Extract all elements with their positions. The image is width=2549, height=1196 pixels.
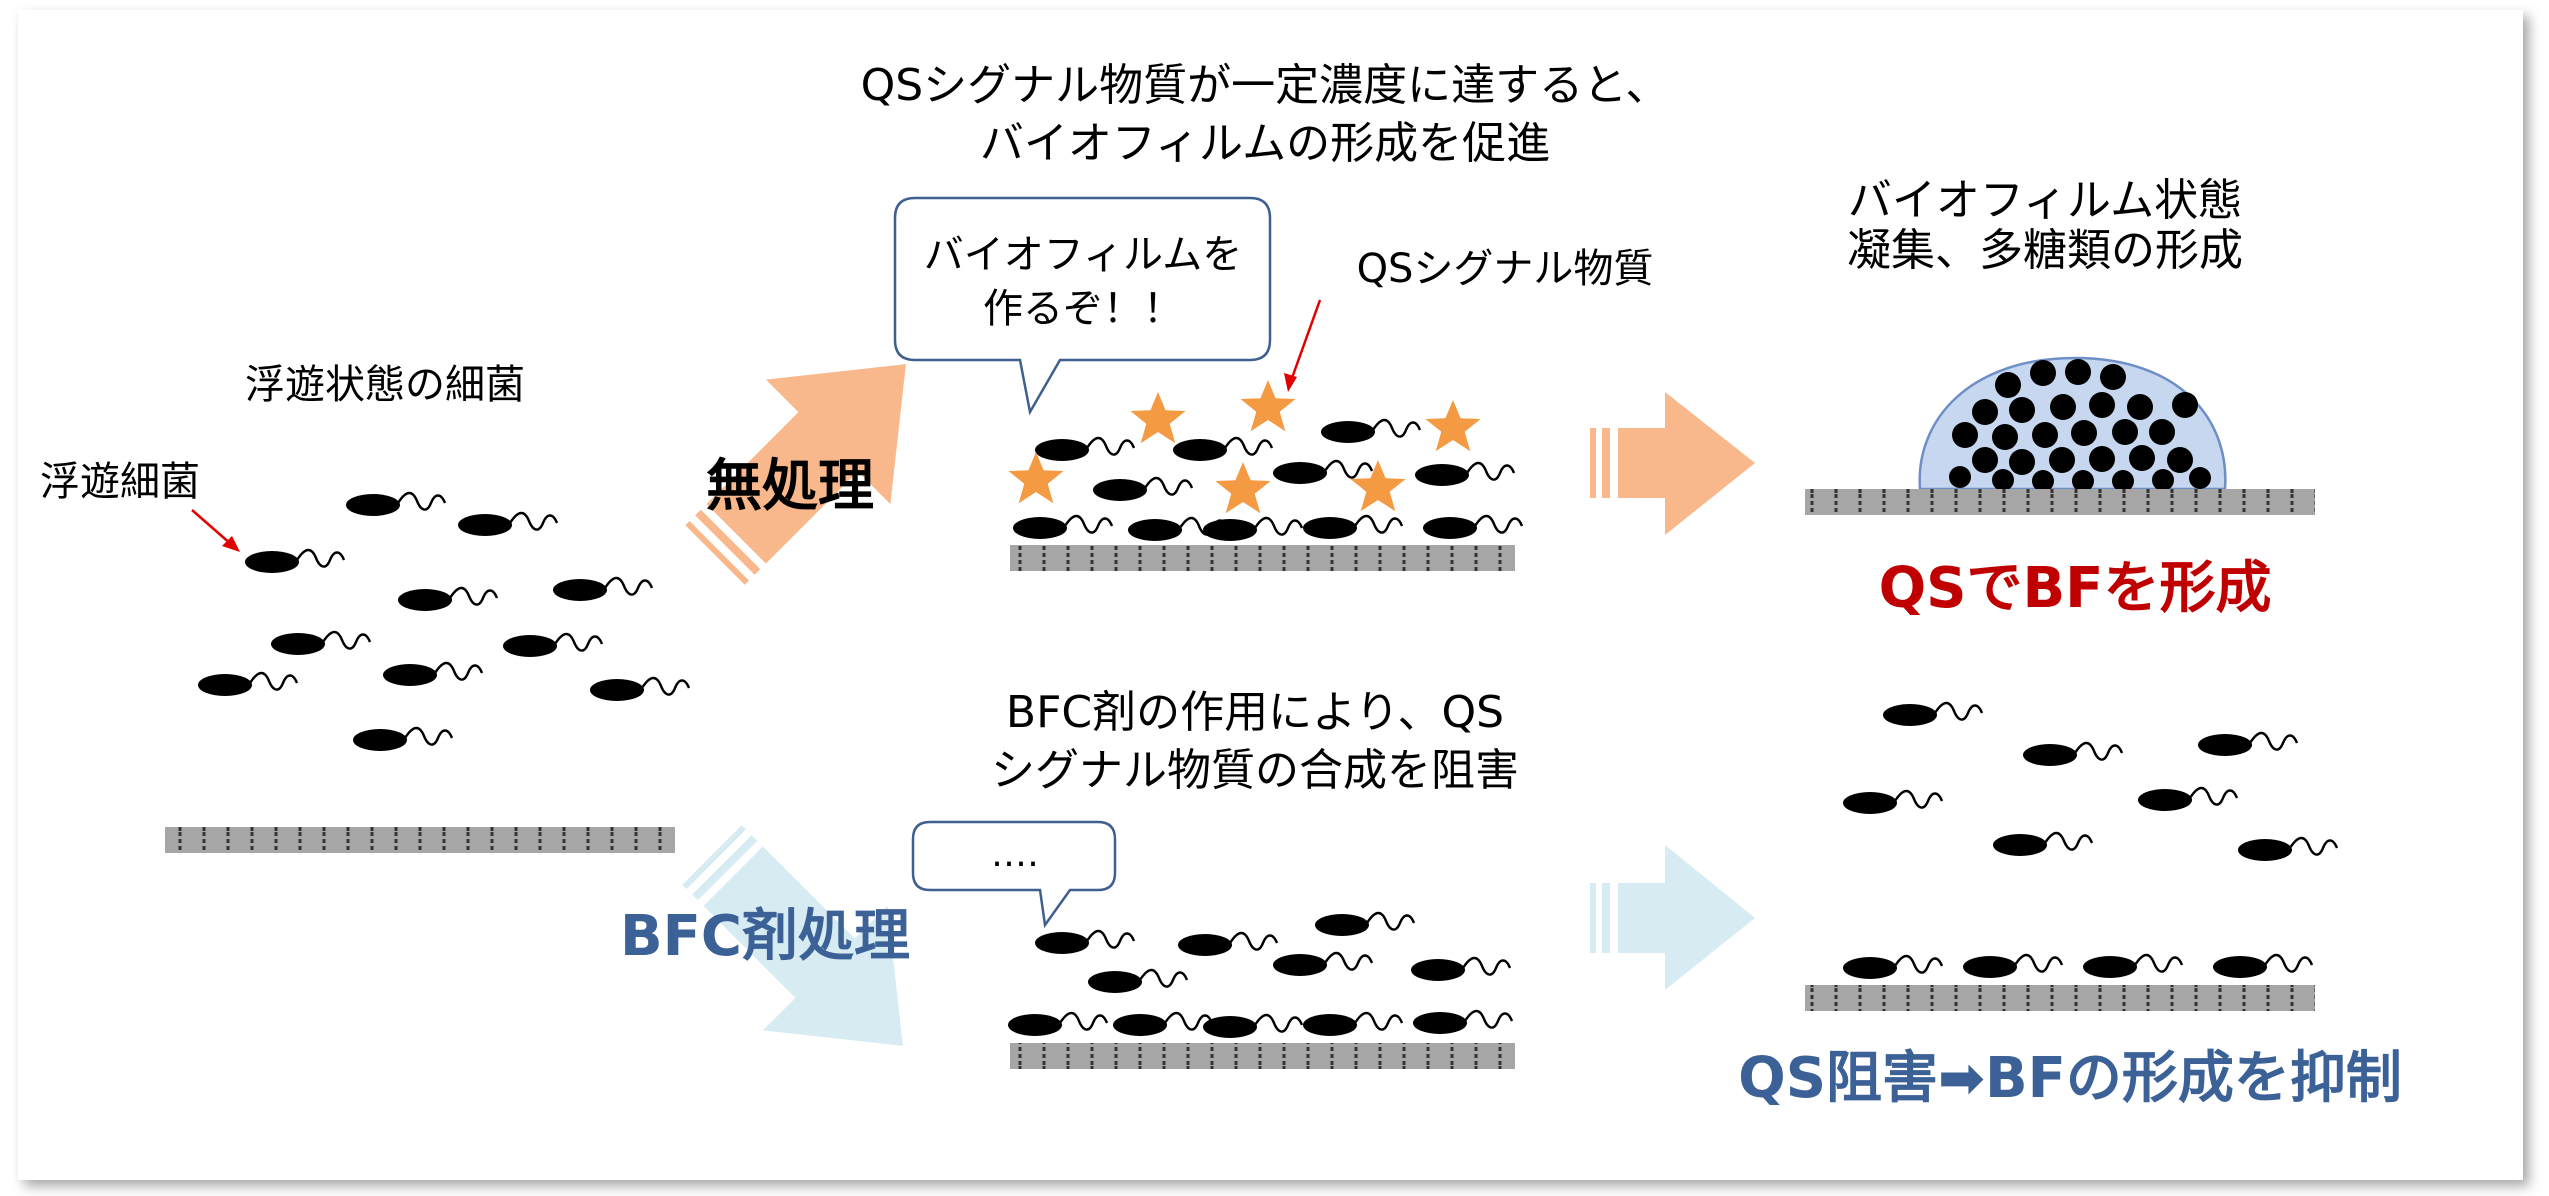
surface-top-right: [1805, 489, 2315, 515]
pointer-arrow-qs-signal: [1284, 299, 1322, 392]
bubble-bottom-text: ‥‥: [991, 834, 1039, 875]
result-inhibit: QS阻害➡BFの形成を抑制: [1738, 1046, 2402, 1111]
speech-bubble-bottom: ‥‥: [911, 820, 1117, 929]
bubble-top-line2: 作るぞ！！: [983, 286, 1183, 332]
biofilm-state-line1: バイオフィルム状態: [1848, 175, 2242, 226]
surface-bottom-right: [1805, 985, 2315, 1011]
surface-bottom-middle: [1010, 1043, 1515, 1069]
biofilm-colony: [1918, 356, 2227, 492]
bfc-action-line2: シグナル物質の合成を阻害: [991, 745, 1519, 796]
biofilm-state-line2: 凝集、多糖類の形成: [1847, 225, 2243, 276]
untreated-arrow: [685, 364, 906, 585]
speech-bubble-top: バイオフィルムを 作るぞ！！: [893, 196, 1272, 416]
top-right-arrow: [1590, 392, 1755, 535]
result-qs-bf: QSでBFを形成: [1879, 556, 2272, 621]
pointer-arrow-planktonic: [191, 509, 240, 552]
bfc-treatment-arrow: [682, 825, 903, 1046]
qs-signal-label: QSシグナル物質: [1357, 246, 1654, 292]
surface-left: [165, 827, 675, 853]
bottom-right-arrow: [1590, 845, 1755, 990]
surface-top-middle: [1010, 545, 1515, 571]
planktonic-bacteria-label: 浮遊細菌: [40, 459, 200, 505]
bfc-treatment-label: BFC剤処理: [620, 904, 910, 969]
qs-promote-line1: QSシグナル物質が一定濃度に達すると、: [861, 60, 1670, 111]
qs-promote-line2: バイオフィルムの形成を促進: [980, 118, 1550, 169]
bfc-action-line1: BFC剤の作用により、QS: [1006, 687, 1504, 738]
untreated-label: 無処理: [706, 454, 874, 519]
aggregated-bacteria: [1949, 359, 2211, 492]
planktonic-state-label: 浮遊状態の細菌: [245, 362, 525, 408]
bubble-top-line1: バイオフィルムを: [924, 232, 1242, 278]
